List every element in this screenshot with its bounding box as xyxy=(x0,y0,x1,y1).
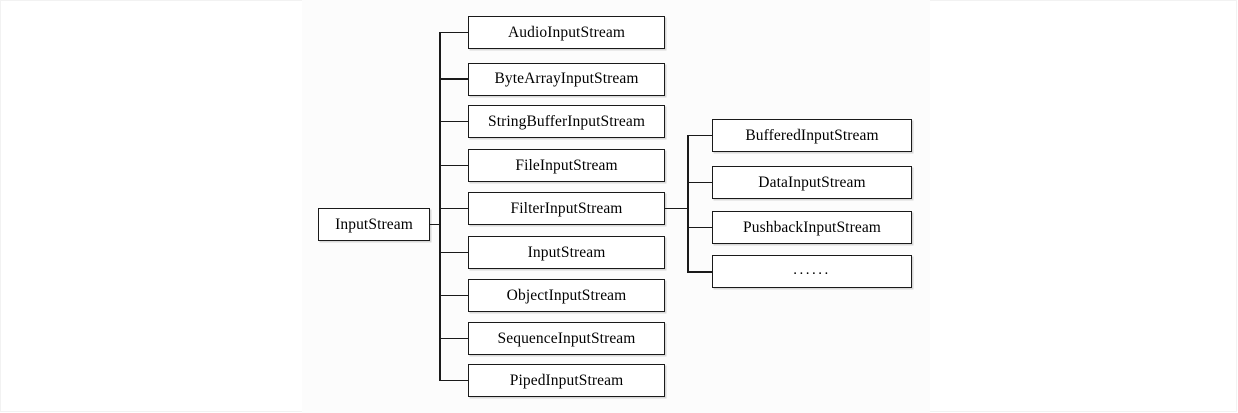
node-label: DataInputStream xyxy=(758,173,866,191)
connector-stub-objectinputstream xyxy=(440,294,468,297)
node-label: InputStream xyxy=(335,215,413,233)
node-label: InputStream xyxy=(527,243,606,261)
ellipsis-label: ...... xyxy=(793,262,831,278)
connector-stub-datainputstream xyxy=(688,181,712,184)
connector-stub-bufferedinputstream xyxy=(688,134,712,137)
connector-stub-more-subclasses xyxy=(688,271,712,273)
node-datainputstream[interactable]: DataInputStream xyxy=(712,166,912,199)
node-label: FilterInputStream xyxy=(510,199,623,217)
connector-stub-inputstream-child xyxy=(440,251,468,254)
connector-filterinputstream-to-level3 xyxy=(665,207,688,210)
node-label: PushbackInputStream xyxy=(743,218,881,236)
connector-stub-sequenceinputstream xyxy=(440,337,468,340)
connector-stub-fileinputstream xyxy=(440,164,468,167)
node-label: FileInputStream xyxy=(515,156,618,174)
node-label: BufferedInputStream xyxy=(745,126,879,144)
node-fileinputstream[interactable]: FileInputStream xyxy=(468,149,665,182)
node-objectinputstream[interactable]: ObjectInputStream xyxy=(468,279,665,312)
connector-level2-spine xyxy=(439,32,441,381)
node-stringbufferinputstream[interactable]: StringBufferInputStream xyxy=(468,105,665,138)
connector-stub-audioinputstream xyxy=(440,31,468,34)
node-more-subclasses-ellipsis[interactable]: ...... xyxy=(712,255,912,288)
node-label: SequenceInputStream xyxy=(497,329,636,347)
node-label: AudioInputStream xyxy=(508,23,625,41)
connector-stub-filterinputstream xyxy=(440,207,468,210)
connector-stub-pipedinputstream xyxy=(440,379,468,382)
node-label: ObjectInputStream xyxy=(506,286,627,304)
node-label: StringBufferInputStream xyxy=(488,112,645,130)
connector-stub-bytearrayinputstream xyxy=(440,78,468,80)
connector-root-stub xyxy=(430,223,440,225)
node-audioinputstream[interactable]: AudioInputStream xyxy=(468,16,665,49)
connector-level3-spine xyxy=(687,135,689,273)
node-pushbackinputstream[interactable]: PushbackInputStream xyxy=(712,211,912,244)
connector-stub-pushbackinputstream xyxy=(688,226,712,229)
node-pipedinputstream[interactable]: PipedInputStream xyxy=(468,364,665,397)
node-bufferedinputstream[interactable]: BufferedInputStream xyxy=(712,119,912,152)
node-inputstream-child[interactable]: InputStream xyxy=(468,236,665,269)
node-bytearrayinputstream[interactable]: ByteArrayInputStream xyxy=(468,62,665,96)
node-root-inputstream[interactable]: InputStream xyxy=(318,208,430,241)
node-filterinputstream[interactable]: FilterInputStream xyxy=(468,192,665,225)
connector-stub-stringbufferinputstream xyxy=(440,120,468,123)
node-label: ByteArrayInputStream xyxy=(494,70,639,87)
node-sequenceinputstream[interactable]: SequenceInputStream xyxy=(468,322,665,355)
node-label: PipedInputStream xyxy=(509,371,624,389)
